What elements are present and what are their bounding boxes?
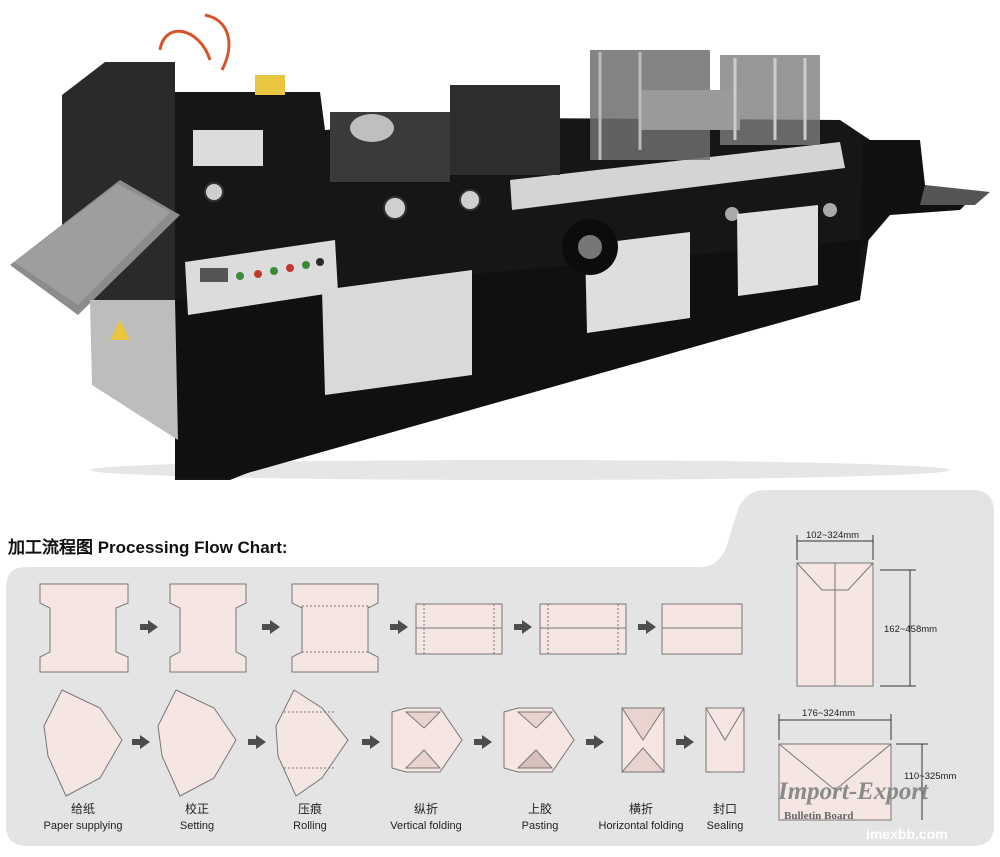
- row2-stage-2-blank: [157, 689, 237, 797]
- step-label-en: Horizontal folding: [598, 820, 684, 832]
- step-label-zh: 上胶: [527, 802, 552, 816]
- dimension-bottom-width: 176~324mm: [802, 708, 856, 719]
- row2-stage-5-pasted: [503, 707, 575, 773]
- step-label-zh: 纵折: [413, 802, 438, 816]
- row1-stage-3-rolled: [291, 583, 379, 673]
- row1-stage-4-folded: [415, 603, 503, 655]
- step-label-6: 横折 Horizontal folding: [581, 800, 701, 832]
- row2-stage-4-vertical-folded: [391, 707, 463, 773]
- step-label-en: Vertical folding: [390, 820, 462, 832]
- row1-stage-5-pasted: [539, 603, 627, 655]
- step-label-7: 封口 Sealing: [665, 800, 785, 832]
- step-label-2: 校正 Setting: [137, 800, 257, 832]
- envelope-size-diagram-top: [796, 535, 916, 687]
- step-label-en: Rolling: [293, 820, 327, 832]
- row2-stage-3-rolled: [275, 689, 349, 797]
- envelope-size-diagram-bottom: [778, 714, 928, 821]
- dimension-bottom-height: 110~325mm: [904, 771, 957, 782]
- step-label-zh: 压痕: [297, 802, 322, 816]
- row2-stage-7-sealed: [705, 707, 745, 773]
- step-label-3: 压痕 Rolling: [250, 800, 370, 832]
- row1-stage-2-blank: [169, 583, 247, 673]
- flow-chart-title: 加工流程图 Processing Flow Chart:: [8, 538, 288, 557]
- flow-chart-background: [6, 490, 994, 846]
- step-label-en: Sealing: [706, 820, 744, 832]
- dimension-top-width: 102~324mm: [806, 530, 860, 541]
- step-label-zh: 横折: [628, 802, 653, 816]
- envelope-machine-photo: [10, 13, 990, 480]
- row2-stage-1-blank: [43, 689, 123, 797]
- watermark-site: imexbb.com: [866, 826, 948, 842]
- step-label-4: 纵折 Vertical folding: [366, 800, 486, 832]
- row1-stage-6-horizontal-folded: [661, 603, 743, 655]
- watermark-brand: Import-Export: [778, 778, 929, 805]
- step-label-5: 上胶 Pasting: [480, 800, 600, 832]
- row1-stage-1-blank: [39, 583, 129, 673]
- dimension-top-height: 162~458mm: [884, 624, 938, 635]
- step-label-en: Setting: [179, 820, 215, 832]
- row2-stage-6-horizontal-folded: [620, 707, 666, 773]
- step-label-1: 给纸 Paper supplying: [23, 800, 143, 832]
- step-label-en: Paper supplying: [43, 820, 123, 832]
- flow-chart-panel: [6, 490, 994, 846]
- step-label-zh: 校正: [184, 802, 209, 816]
- watermark-subtitle: Bulletin Board: [784, 810, 854, 822]
- step-label-zh: 封口: [712, 802, 737, 816]
- step-label-zh: 给纸: [70, 802, 95, 816]
- step-label-en: Pasting: [521, 820, 559, 832]
